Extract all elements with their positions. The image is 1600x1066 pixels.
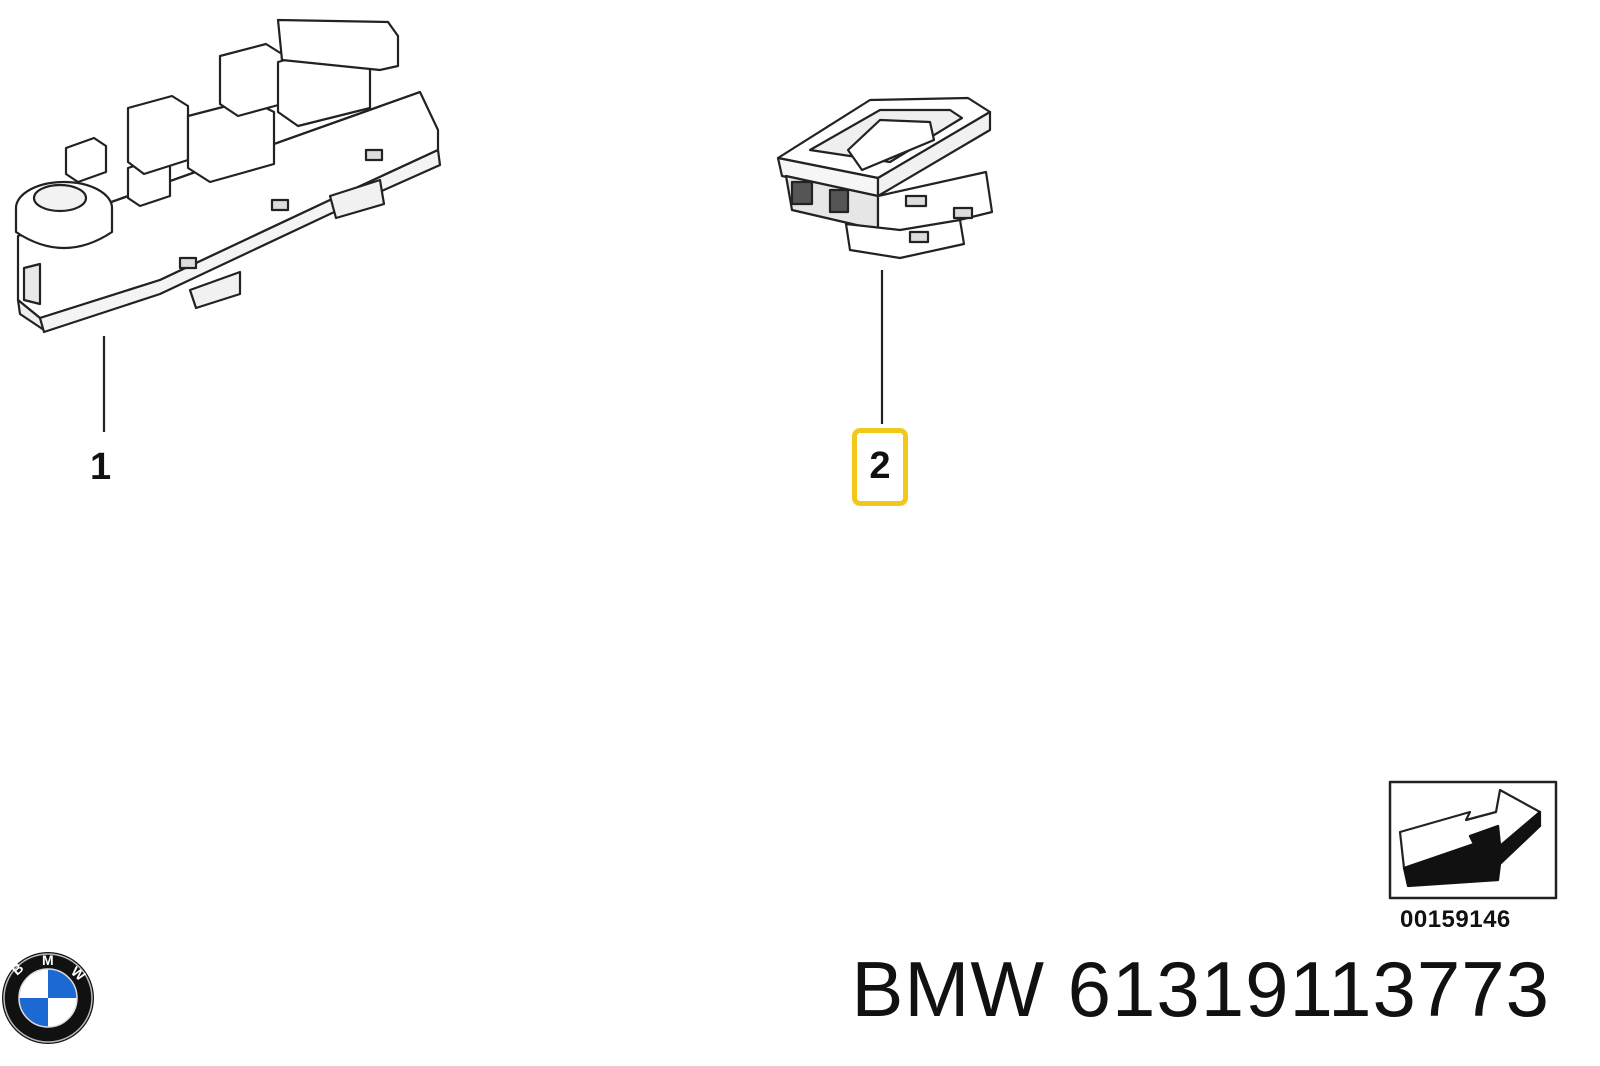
callout-label-2-text: 2 <box>869 444 891 487</box>
callout-label-2-highlighted: 2 <box>852 428 908 506</box>
part-2-single-window-switch <box>776 96 994 260</box>
bmw-logo: B M W <box>2 952 94 1044</box>
part-number-title: BMW 61319113773 <box>851 945 1550 1033</box>
svg-text:M: M <box>42 952 54 968</box>
callout-label-1: 1 <box>90 446 112 488</box>
orientation-arrow-icon <box>1388 780 1558 900</box>
diagram-reference-code: 00159146 <box>1400 906 1511 933</box>
part-1-master-window-switch <box>14 18 442 334</box>
